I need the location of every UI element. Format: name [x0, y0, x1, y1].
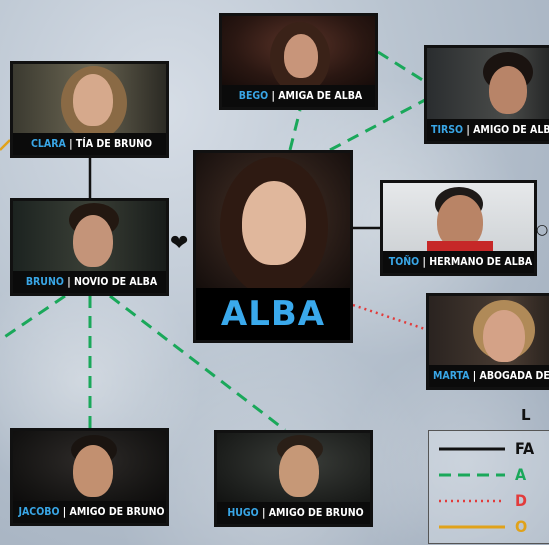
link-alba-marta [352, 303, 429, 332]
clara-caption: CLARA | TÍA DE BRUNO [13, 133, 166, 155]
card-clara[interactable]: CLARA | TÍA DE BRUNO [10, 61, 169, 158]
link-bruno-hugo [109, 294, 286, 432]
bruno-caption: BRUNO | NOVIO DE ALBA [13, 271, 166, 293]
legend-label-family: FA [515, 439, 535, 458]
legend-swatch-other [439, 525, 505, 529]
marta-role: ABOGADA DE [479, 370, 549, 382]
separator: | [67, 276, 71, 288]
clara-role: TÍA DE BRUNO [75, 138, 153, 150]
card-hugo[interactable]: HUGO | AMIGO DE BRUNO [214, 430, 373, 527]
ring-icon: ○ [536, 222, 549, 238]
bego-name: BEGO [238, 90, 269, 102]
alba-name: ALBA [196, 288, 350, 340]
hugo-photo [217, 433, 370, 505]
card-alba[interactable]: ALBA [193, 150, 353, 343]
link-alba-tirso [329, 98, 426, 152]
marta-caption: MARTA | ABOGADA DE [429, 365, 549, 387]
card-tirso[interactable]: TIRSO | AMIGO DE ALBA Y [424, 45, 549, 144]
marta-photo [429, 296, 549, 368]
jacobo-name: JACOBO [18, 506, 60, 518]
jacobo-caption: JACOBO | AMIGO DE BRUNO [13, 501, 166, 523]
legend: FA A D O [428, 430, 549, 544]
tono-caption: TOÑO | HERMANO DE ALBA [383, 251, 534, 273]
link-bruno-offscreen [0, 294, 66, 342]
card-marta[interactable]: MARTA | ABOGADA DE [426, 293, 549, 390]
jacobo-photo [13, 431, 166, 504]
tirso-photo [427, 48, 549, 122]
separator: | [472, 370, 477, 382]
tono-role: HERMANO DE ALBA [429, 256, 533, 268]
link-bego-tirso [377, 50, 433, 88]
card-bruno[interactable]: BRUNO | NOVIO DE ALBA [10, 198, 169, 296]
bego-caption: BEGO | AMIGA DE ALBA [222, 85, 375, 107]
tirso-caption: TIRSO | AMIGO DE ALBA Y [427, 119, 549, 141]
bruno-role: NOVIO DE ALBA [73, 276, 158, 288]
legend-row-other: O [429, 517, 549, 537]
bruno-name: BRUNO [25, 276, 64, 288]
legend-swatch-family [439, 447, 505, 451]
separator: | [69, 138, 73, 150]
legend-title: L [521, 406, 531, 424]
legend-row-friend: A [429, 465, 549, 485]
legend-swatch-friend [439, 473, 505, 477]
bego-photo [222, 16, 375, 94]
separator: | [466, 124, 470, 136]
marta-name: MARTA [433, 370, 470, 382]
separator: | [422, 256, 426, 268]
jacobo-role: AMIGO DE BRUNO [69, 506, 165, 518]
clara-photo [13, 64, 166, 140]
tirso-role: AMIGO DE ALBA Y [473, 124, 549, 136]
hugo-name: HUGO [227, 507, 259, 519]
clara-name: CLARA [30, 138, 66, 150]
hugo-role: AMIGO DE BRUNO [268, 507, 364, 519]
alba-photo [196, 153, 350, 297]
tono-name: TOÑO [388, 256, 420, 268]
legend-label-dislike: D [515, 491, 527, 510]
bruno-photo [13, 201, 166, 274]
link-clara-offscreen [0, 139, 11, 151]
separator: | [271, 90, 275, 102]
hugo-caption: HUGO | AMIGO DE BRUNO [217, 502, 370, 524]
tirso-name: TIRSO [431, 124, 464, 136]
separator: | [62, 506, 67, 518]
separator: | [261, 507, 266, 519]
card-jacobo[interactable]: JACOBO | AMIGO DE BRUNO [10, 428, 169, 526]
tono-photo [383, 183, 534, 255]
card-bego[interactable]: BEGO | AMIGA DE ALBA [219, 13, 378, 110]
legend-row-family: FA [429, 439, 549, 459]
bego-role: AMIGA DE ALBA [278, 90, 363, 102]
legend-label-friend: A [515, 465, 527, 484]
heart-icon: ❤ [170, 231, 189, 256]
legend-row-dislike: D [429, 491, 549, 511]
legend-label-other: O [515, 517, 528, 536]
legend-swatch-dislike [439, 499, 505, 503]
link-alba-bego [288, 109, 302, 151]
card-tono[interactable]: TOÑO | HERMANO DE ALBA [380, 180, 537, 276]
